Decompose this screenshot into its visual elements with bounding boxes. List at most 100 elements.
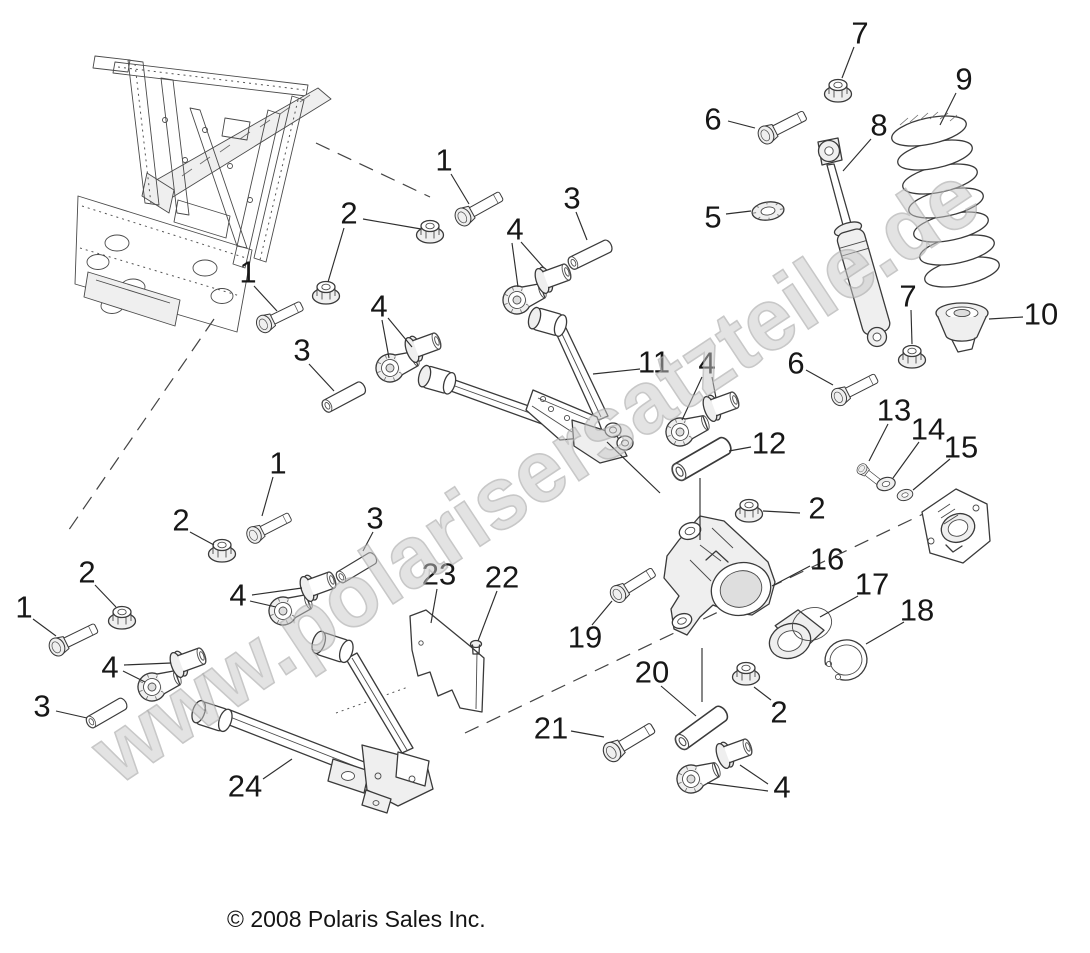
callout-number-2: 2 (78, 555, 95, 590)
hex-bolt-19 (606, 563, 659, 606)
hex-bolt-1b (253, 297, 307, 336)
callout-number-7: 7 (899, 279, 916, 314)
leader-line-2 (189, 531, 215, 546)
leader-line-10 (988, 316, 1024, 320)
leader-line-14 (892, 441, 920, 479)
callout-number-14: 14 (911, 412, 945, 447)
serrated-washer-5 (750, 199, 786, 223)
lock-nut-7a (823, 78, 853, 103)
callout-number-7: 7 (851, 16, 868, 51)
leader-line-4 (739, 764, 769, 785)
callout-number-5: 5 (704, 200, 721, 235)
leader-line-4 (511, 242, 519, 288)
spacer-tube-3a (565, 237, 615, 272)
construction-line-lower (464, 503, 945, 734)
callout-number-3: 3 (366, 501, 383, 536)
leader-line-2 (94, 584, 117, 608)
callout-number-19: 19 (568, 620, 602, 655)
callout-number-3: 3 (33, 689, 50, 724)
leader-line-5 (725, 210, 752, 215)
leader-line-1 (32, 618, 57, 637)
hex-bolt-1c (243, 508, 295, 547)
construction-line-plate (335, 686, 409, 714)
callout-number-4: 4 (101, 650, 118, 685)
leader-line-7 (841, 46, 855, 79)
leader-line-4 (122, 670, 146, 683)
leader-line-13 (868, 423, 889, 462)
flange-nut-2e (734, 498, 764, 523)
wheel-bearing (768, 607, 833, 660)
callout-number-20: 20 (635, 655, 669, 690)
callout-number-22: 22 (485, 560, 519, 595)
callout-number-11: 11 (638, 345, 670, 380)
callout-number-3: 3 (293, 333, 310, 368)
callout-number-9: 9 (955, 62, 972, 97)
leader-line-12 (728, 446, 752, 452)
callout-number-6: 6 (704, 102, 721, 137)
leader-line-2 (362, 218, 422, 230)
callout-number-21: 21 (534, 711, 568, 746)
spacer-tube-3b (319, 379, 369, 415)
callout-number-2: 2 (770, 695, 787, 730)
flange-nut-2c (207, 538, 237, 563)
leader-line-4 (711, 376, 717, 399)
leader-line-17 (819, 595, 859, 618)
hex-bolt-1a (451, 187, 507, 230)
hex-bolt-6b (828, 369, 881, 409)
callout-number-2: 2 (808, 491, 825, 526)
leader-line-15 (912, 458, 951, 491)
hex-bolt-1d (45, 618, 101, 660)
flange-nut-2a (415, 219, 445, 244)
leader-line-23 (430, 588, 438, 624)
callout-number-17: 17 (855, 567, 889, 602)
hex-bolt-21 (599, 718, 659, 766)
chassis-frame (74, 55, 332, 333)
callout-number-4: 4 (370, 289, 387, 324)
washer-15 (895, 487, 915, 503)
leader-line-4 (706, 782, 769, 792)
snap-ring (819, 639, 868, 686)
leader-line-4 (381, 319, 390, 359)
leader-line-22 (477, 590, 498, 642)
leader-line-2 (327, 227, 345, 283)
callout-number-24: 24 (228, 769, 262, 804)
callout-number-23: 23 (422, 557, 456, 592)
leader-line-3 (575, 211, 588, 241)
callout-number-2: 2 (340, 196, 357, 231)
callout-number-4: 4 (229, 578, 246, 613)
leader-line-19 (591, 600, 613, 626)
callout-number-4: 4 (506, 212, 523, 247)
construction-line-left (65, 318, 215, 535)
leader-line-24 (262, 758, 293, 780)
leader-line-7 (910, 309, 913, 345)
leader-line-11 (592, 368, 641, 375)
hex-bolt-6a (754, 106, 810, 148)
watermark-text: www.polarisersatzteile.de (73, 145, 996, 802)
callout-number-8: 8 (870, 108, 887, 143)
leader-line-4 (681, 376, 703, 421)
callout-number-16: 16 (810, 542, 844, 577)
lower-a-arm (191, 630, 434, 814)
callout-number-1: 1 (15, 590, 32, 625)
callout-number-4: 4 (698, 346, 715, 381)
lock-nut-7b (897, 344, 927, 369)
leader-line-4 (387, 317, 413, 348)
construction-line-top (315, 142, 431, 198)
callout-number-13: 13 (877, 393, 911, 428)
leader-line-21 (570, 730, 605, 738)
callout-number-15: 15 (944, 430, 978, 465)
leader-line-6 (805, 369, 834, 386)
leader-line-18 (865, 621, 905, 645)
spring-retainer (935, 302, 989, 353)
leader-line-1 (253, 285, 278, 312)
leader-line-3 (362, 531, 374, 552)
callout-number-12: 12 (752, 426, 786, 461)
leader-line-3 (308, 363, 335, 392)
leader-line-4 (249, 600, 277, 608)
callout-number-10: 10 (1024, 297, 1058, 332)
bushing-splined-4f (672, 754, 725, 798)
upper-a-arm (417, 306, 634, 464)
leader-line-1 (261, 476, 274, 517)
leader-line-1 (450, 173, 470, 205)
